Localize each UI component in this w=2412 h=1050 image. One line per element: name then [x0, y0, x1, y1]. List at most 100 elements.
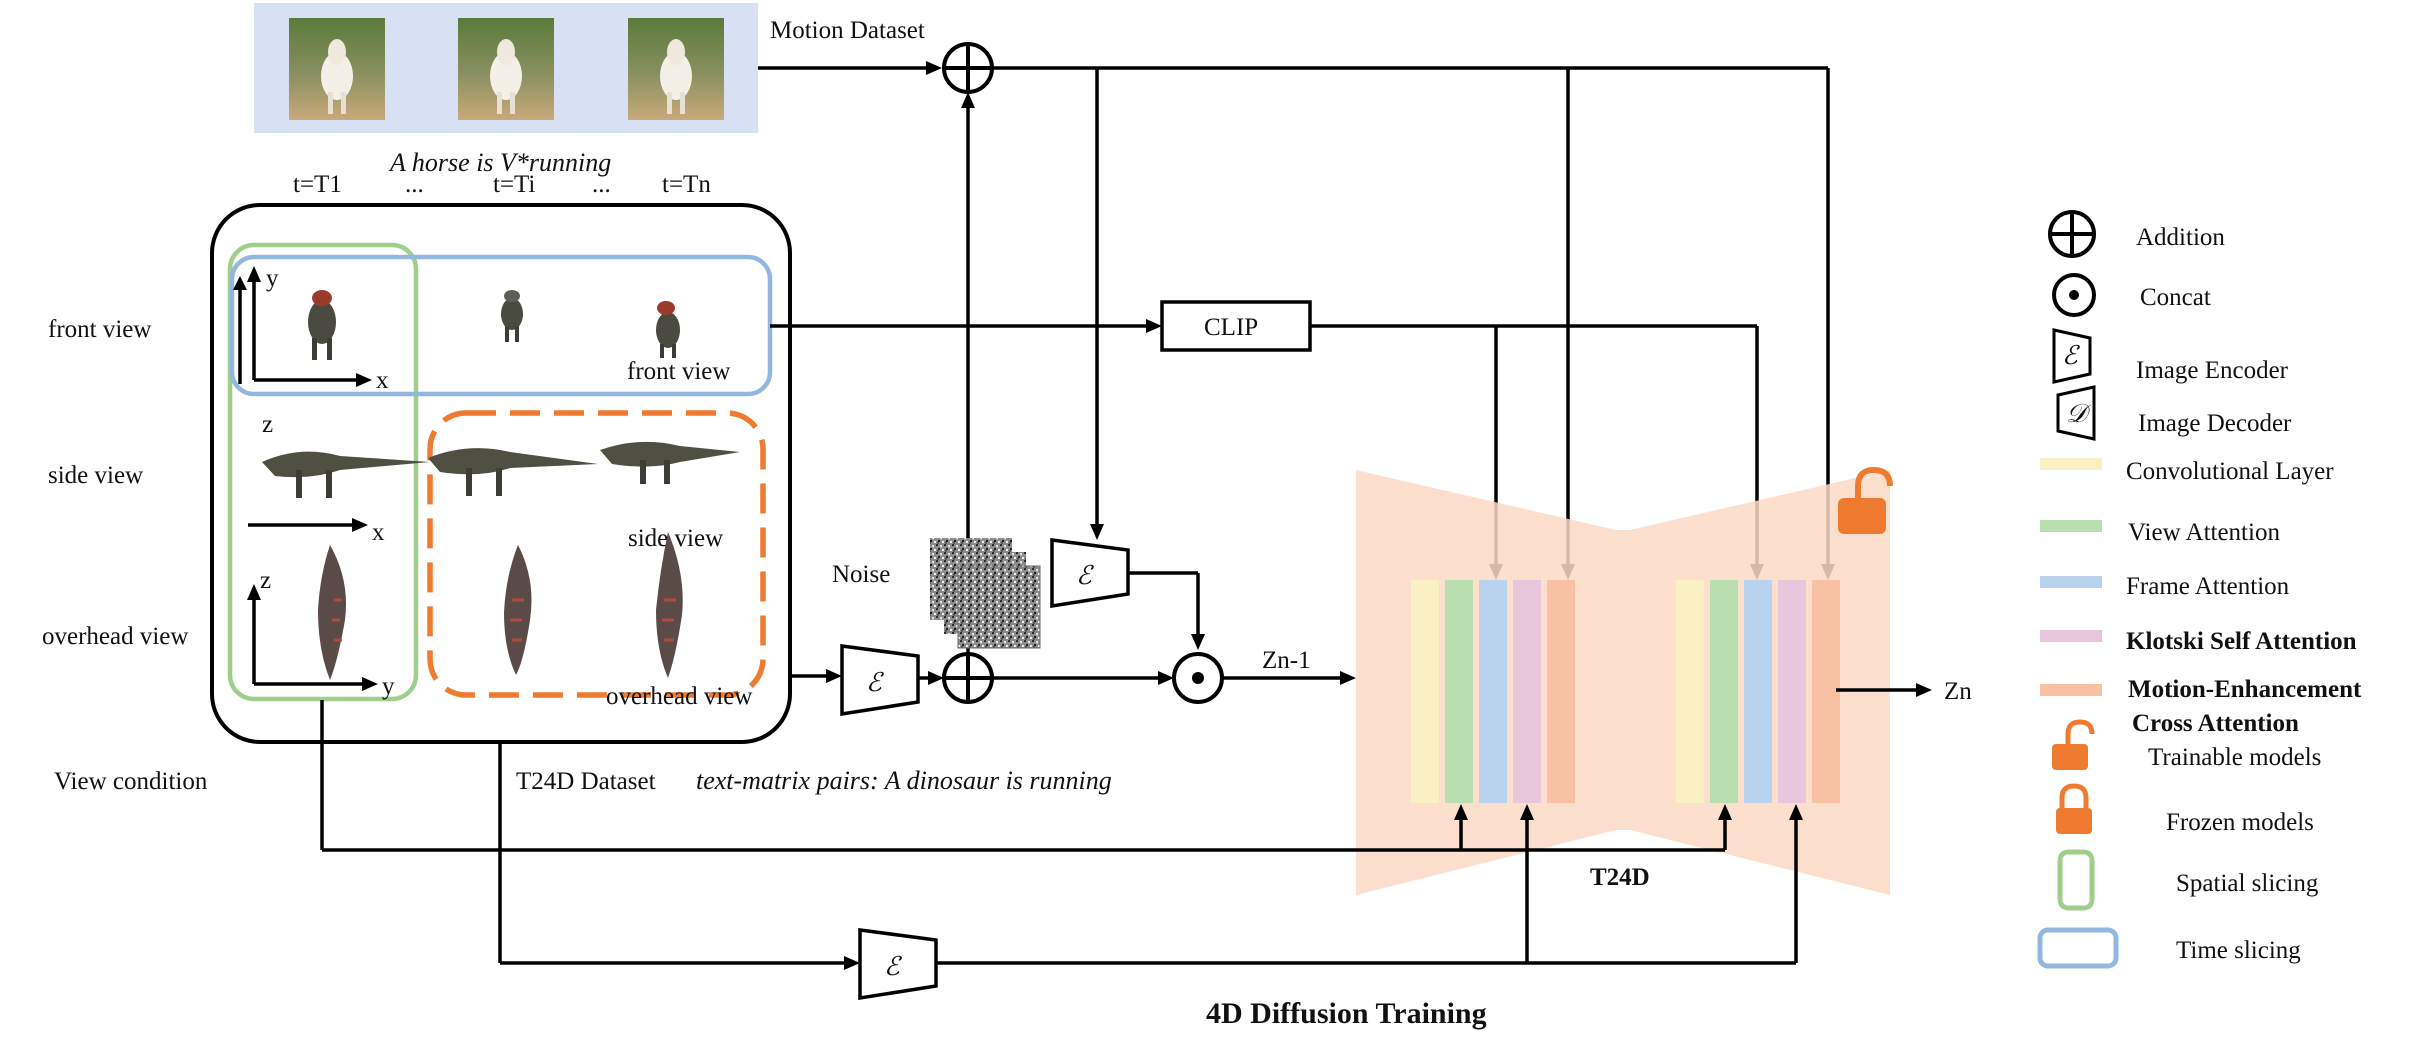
box-label-side-view: side view: [628, 525, 723, 552]
layer-view-attention-left: [1445, 580, 1473, 803]
layer-conv-left: [1411, 580, 1439, 803]
legend-time-icon: [2037, 927, 2119, 969]
legend-concat-icon: [2052, 273, 2096, 317]
addition-bottom-icon: [942, 652, 994, 704]
dino-overhead-3: [656, 532, 683, 678]
layer-conv-right: [1676, 580, 1704, 803]
legend-decoder-icon: [2056, 385, 2096, 441]
row-label-front: front view: [48, 316, 151, 343]
legend-frozen: Frozen models: [2166, 809, 2314, 836]
legend-motion-line2: Cross Attention: [2132, 710, 2299, 737]
horse-frame-1: [289, 18, 385, 120]
layer-motion-cross-left: [1547, 580, 1575, 803]
unet-layers-left: [1411, 580, 1575, 803]
legend: Addition Concat ℰ Image Encoder 𝒟 Image …: [2037, 210, 2362, 969]
legend-spatial: Spatial slicing: [2176, 870, 2319, 897]
layer-frame-attention-right: [1744, 580, 1772, 803]
front-axis-x: x: [376, 367, 389, 394]
unet-label: T24D: [1590, 864, 1650, 891]
box-label-overhead-view: overhead view: [606, 683, 752, 710]
noise-label: Noise: [832, 561, 890, 588]
dino-side-1: [262, 451, 430, 498]
legend-lock-icon: [2056, 783, 2092, 834]
clip-label: CLIP: [1204, 314, 1258, 341]
row-label-view-condition: View condition: [54, 768, 208, 795]
legend-klotski: Klotski Self Attention: [2126, 628, 2357, 655]
overhead-axis-y: y: [382, 673, 395, 700]
legend-spatial-icon: [2057, 849, 2095, 911]
legend-klotski-swatch: [2040, 630, 2102, 642]
legend-conv-swatch: [2040, 458, 2102, 470]
addition-top-icon: [942, 42, 994, 94]
layer-klotski-right: [1778, 580, 1806, 803]
side-axes: [248, 518, 368, 532]
layer-klotski-left: [1513, 580, 1541, 803]
dino-overhead-1: [318, 545, 346, 680]
t24d-dataset-pairs: text-matrix pairs: A dinosaur is running: [696, 766, 1112, 795]
zn-minus-1-label: Zn-1: [1262, 647, 1311, 674]
legend-image-encoder: Image Encoder: [2136, 357, 2289, 384]
legend-view-swatch: [2040, 520, 2102, 532]
legend-trainable: Trainable models: [2148, 744, 2321, 771]
legend-encoder-icon: [2052, 328, 2092, 384]
unlock-icon-unet: [1838, 466, 1893, 534]
dino-front-2: [501, 290, 523, 342]
dino-front-3: [656, 301, 680, 358]
front-axis-y: y: [266, 265, 279, 292]
legend-time: Time slicing: [2176, 937, 2301, 964]
legend-motion-swatch: [2040, 684, 2102, 696]
motion-caption: A horse is V*running: [388, 148, 611, 177]
legend-image-decoder: Image Decoder: [2138, 410, 2292, 437]
timestep-t1: t=T1: [293, 171, 342, 198]
legend-addition-icon: [2048, 210, 2096, 258]
layer-view-attention-right: [1710, 580, 1738, 803]
box-label-front-view: front view: [627, 358, 730, 385]
overhead-axis-z: z: [260, 567, 271, 594]
layer-frame-attention-left: [1479, 580, 1507, 803]
t24d-dataset-label: T24D Dataset: [516, 768, 656, 795]
dino-overhead-2: [504, 545, 532, 675]
legend-view-attention: View Attention: [2128, 519, 2280, 546]
legend-concat: Concat: [2140, 284, 2211, 311]
clip-block: [1160, 300, 1312, 352]
legend-frame-attention: Frame Attention: [2126, 573, 2290, 600]
legend-unlock-icon: [2052, 719, 2095, 770]
encoder-symbol-view: ℰ: [866, 668, 884, 697]
unet-layers-right: [1676, 580, 1840, 803]
legend-frame-swatch: [2040, 576, 2102, 588]
zn-label: Zn: [1944, 678, 1972, 705]
image-encoder-text: [858, 928, 938, 1001]
overhead-axes: [247, 584, 378, 691]
encoder-symbol-text: ℰ: [884, 952, 902, 981]
concat-icon: [1172, 652, 1224, 704]
timestep-tn: t=Tn: [662, 171, 711, 198]
layer-motion-cross-right: [1812, 580, 1840, 803]
legend-conv-layer: Convolutional Layer: [2126, 458, 2334, 485]
noise-images: [930, 538, 1041, 649]
spatial-slice-box: [227, 242, 419, 702]
motion-dataset-label: Motion Dataset: [770, 17, 925, 44]
encoder-symbol-motion: ℰ: [1076, 561, 1094, 590]
dino-side-3: [600, 441, 740, 484]
image-encoder-motion: [1050, 538, 1130, 609]
legend-motion-line1: Motion-Enhancement: [2128, 676, 2362, 703]
side-axis-x: x: [372, 519, 385, 546]
timestep-ti: t=Ti: [493, 171, 535, 198]
timestep-ellipsis-2: ...: [592, 171, 611, 198]
side-axis-z: z: [262, 411, 273, 438]
row-label-side: side view: [48, 462, 143, 489]
target-region-dashed-box: [427, 410, 766, 698]
dino-side-2: [428, 448, 598, 496]
row-label-overhead: overhead view: [42, 623, 188, 650]
timestep-ellipsis-1: ...: [405, 171, 424, 198]
horse-frame-3: [628, 18, 724, 120]
diagram-title: 4D Diffusion Training: [1206, 997, 1487, 1030]
front-axes: [233, 266, 372, 387]
dino-front-1: [308, 290, 336, 360]
image-encoder-view: [840, 644, 920, 717]
legend-addition: Addition: [2136, 224, 2225, 251]
legend-encoder-symbol: ℰ: [2062, 341, 2080, 370]
horse-frame-2: [458, 18, 554, 120]
